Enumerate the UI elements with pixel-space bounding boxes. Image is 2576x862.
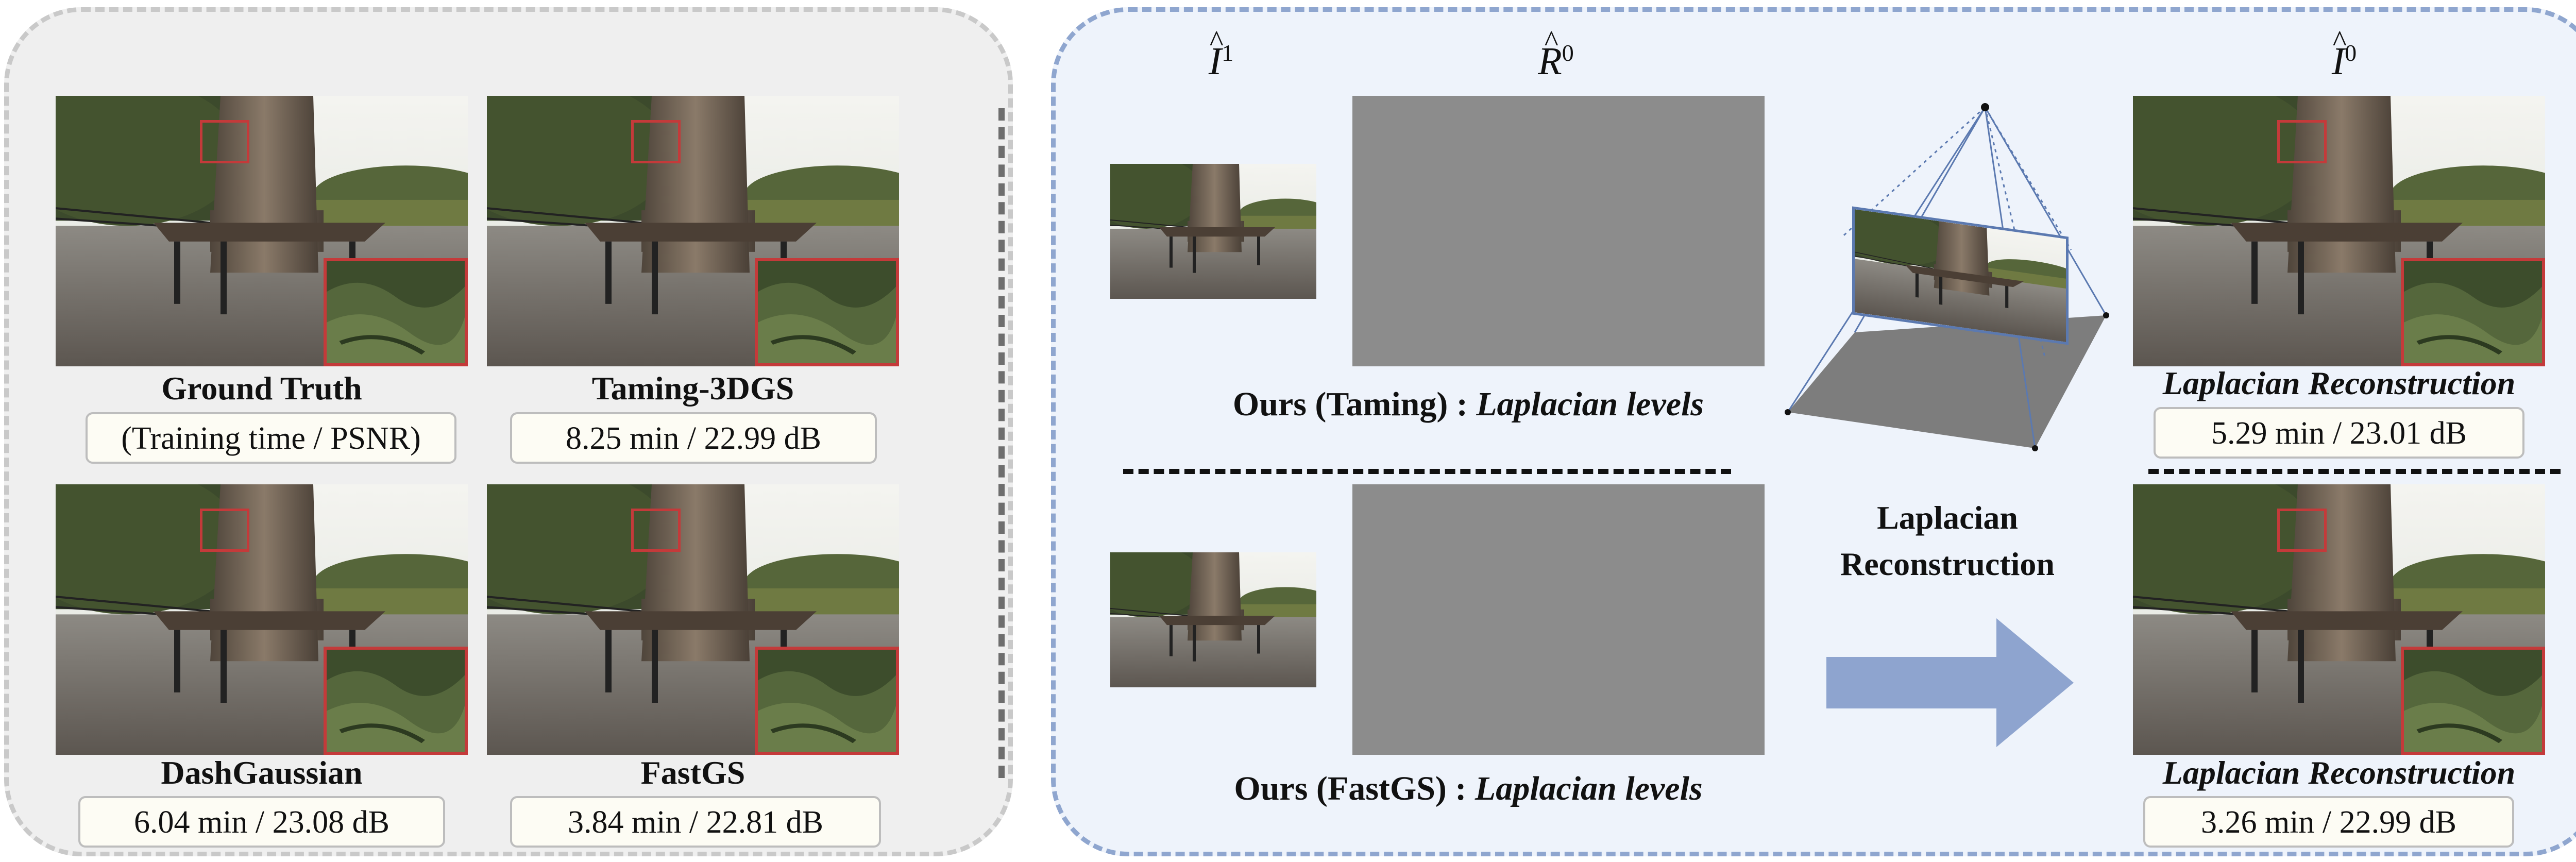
row-separator xyxy=(1123,469,1731,474)
arrow-label-line1: Laplacian xyxy=(1877,499,2018,536)
method-label: FastGS xyxy=(640,754,745,791)
output-stat-fastgs: 3.26 min / 22.99 dB xyxy=(2143,796,2514,848)
taming-3dgs-image xyxy=(487,96,899,366)
arrow-label: Laplacian Reconstruction xyxy=(1793,495,2102,587)
row-separator xyxy=(2148,469,2561,474)
symbol-i-hat-1: I1 xyxy=(1185,41,1257,81)
residual-map-taming xyxy=(1352,96,1765,366)
output-image-taming xyxy=(2133,96,2545,366)
dashgaussian-image xyxy=(56,484,468,755)
zoom-region-box xyxy=(631,120,681,164)
stat-box: (Training time / PSNR) xyxy=(86,412,456,464)
output-image-fastgs xyxy=(2133,484,2545,755)
arrow-label-line2: Reconstruction xyxy=(1840,546,2055,582)
method-label: Ground Truth xyxy=(161,370,362,407)
symbol-i-hat-0: I0 xyxy=(2308,41,2380,81)
zoom-inset xyxy=(2401,647,2545,755)
zoom-inset xyxy=(755,258,899,366)
method-label: DashGaussian xyxy=(161,754,363,791)
output-label-taming: Laplacian Reconstruction xyxy=(2162,365,2516,401)
reconstruction-arrow-icon xyxy=(1826,618,2074,747)
stat-box: 6.04 min / 23.08 dB xyxy=(78,796,445,848)
zoom-region-box xyxy=(2277,509,2327,552)
row-label-taming: Ours (Taming) : Laplacian levels xyxy=(1232,385,1704,423)
method-label: Taming-3DGS xyxy=(591,370,794,407)
ground-truth-image xyxy=(56,96,468,366)
laplacian-pyramid-diagram xyxy=(1785,103,2109,451)
fastgs-image xyxy=(487,484,899,755)
row-label-fastgs: Ours (FastGS) : Laplacian levels xyxy=(1234,770,1703,807)
zoom-region-box xyxy=(200,120,249,164)
stat-box: 8.25 min / 22.99 dB xyxy=(510,412,877,464)
zoom-inset xyxy=(2401,258,2545,366)
zoom-region-box xyxy=(200,509,249,552)
zoom-inset xyxy=(755,647,899,755)
zoom-region-box xyxy=(631,509,681,552)
output-stat-taming: 5.29 min / 23.01 dB xyxy=(2154,407,2524,459)
low-res-image-fastgs xyxy=(1110,552,1316,687)
panel-separator xyxy=(998,108,1005,778)
zoom-inset xyxy=(324,258,468,366)
symbol-r-hat-0: R0 xyxy=(1520,41,1592,81)
low-res-image-taming xyxy=(1110,164,1316,299)
stat-box: 3.84 min / 22.81 dB xyxy=(510,796,881,848)
output-label-fastgs: Laplacian Reconstruction xyxy=(2162,754,2516,791)
zoom-region-box xyxy=(2277,120,2327,164)
zoom-inset xyxy=(324,647,468,755)
residual-map-fastgs xyxy=(1352,484,1765,755)
